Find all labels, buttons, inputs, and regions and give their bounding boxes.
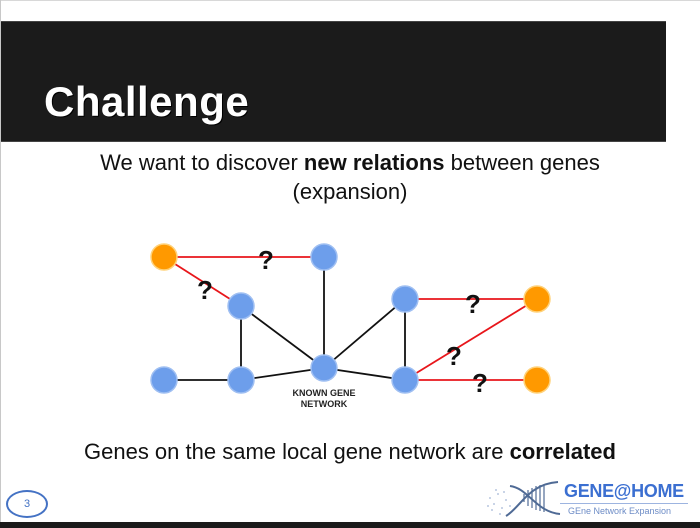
bottom-statement: Genes on the same local gene network are… [0,439,700,465]
candidate-edge-b6-o2 [404,298,538,381]
known-edge-b5-hub [240,367,325,381]
known-gene-node-b2 [227,292,255,320]
unknown-relation-question-mark-1: ? [258,245,274,275]
network-label-line1: KNOWN GENE [293,388,356,398]
page-number: 3 [6,490,48,518]
known-gene-node-b5 [227,366,255,394]
unknown-relation-question-mark-5: ? [472,368,488,398]
network-label-line2: NETWORK [301,399,348,409]
dna-helix-icon [487,481,561,517]
known-gene-node-hub [310,354,338,382]
title-bar [1,21,666,142]
logo-subtitle: GEne Network Expansion [568,506,672,516]
unknown-relation-question-mark-3: ? [465,289,481,319]
unknown-relation-question-mark-4: ? [446,341,462,371]
known-edge-b2-hub [240,305,325,369]
subtitle-line2: (expansion) [292,179,408,204]
known-edge-b3-hub [323,298,406,369]
bottom-pre: Genes on the same local gene network are [84,439,510,464]
known-gene-node-b4 [150,366,178,394]
known-gene-node-b3 [391,285,419,313]
unknown-relation-question-mark-2: ? [197,275,213,305]
logo-title: GENE@HOME [564,481,684,501]
gene-at-home-logo: GENE@HOME GEne Network Expansion [484,478,694,522]
bottom-bold: correlated [509,439,616,464]
candidate-edge-o1-b2 [163,256,242,307]
known-gene-node-b6 [391,366,419,394]
subtitle-bold: new relations [303,150,445,175]
candidate-gene-node-o2 [523,285,551,313]
subtitle-post: between genes [444,150,600,175]
logo-divider [560,503,688,504]
slide-title: Challenge [44,78,250,125]
top-border [0,0,700,1]
bottom-bar [0,522,700,528]
known-gene-node-b1 [310,243,338,271]
slide-subtitle: We want to discover new relations betwee… [0,148,700,206]
left-border [0,0,1,528]
candidate-gene-node-o3 [523,366,551,394]
candidate-gene-node-o1 [150,243,178,271]
subtitle-pre: We want to discover [100,150,304,175]
